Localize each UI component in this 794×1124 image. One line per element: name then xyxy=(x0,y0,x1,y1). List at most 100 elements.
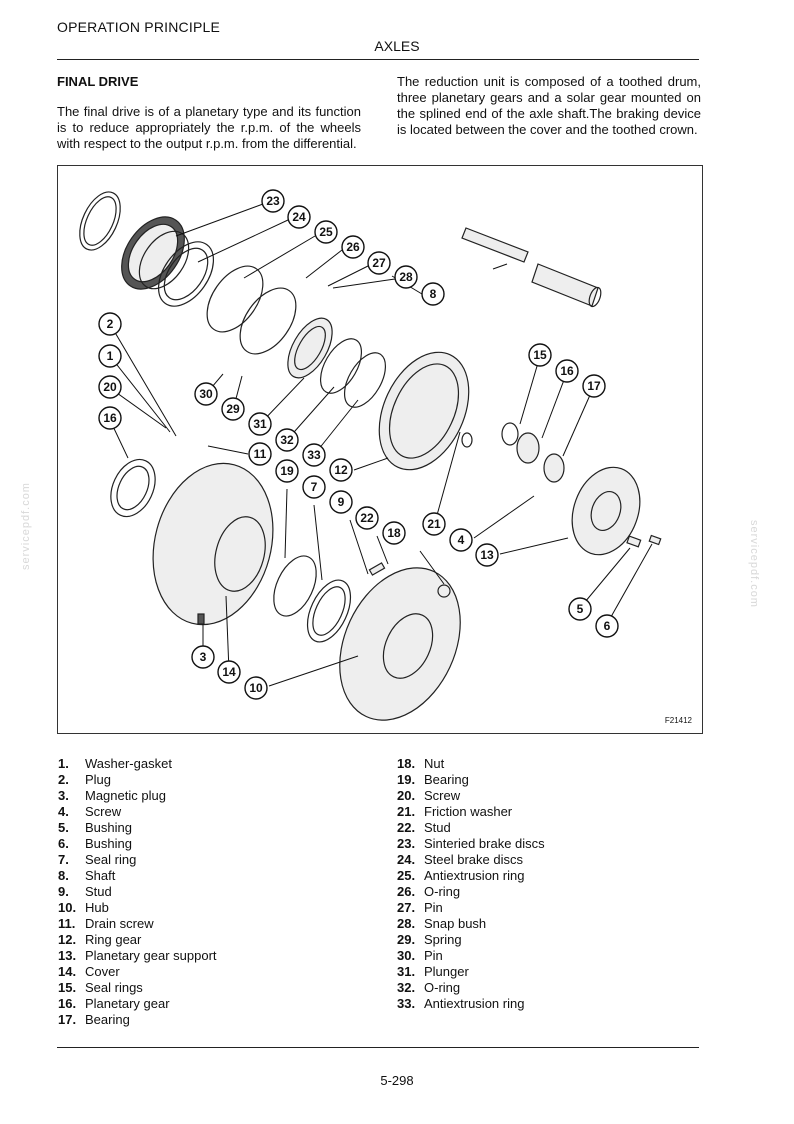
legend-item: 14. Cover xyxy=(58,964,217,980)
legend-item: 30.Pin xyxy=(397,948,545,964)
legend-item-label: Planetary gear support xyxy=(85,948,217,963)
callout-5: 5 xyxy=(568,597,592,621)
legend-item: 24.Steel brake discs xyxy=(397,852,545,868)
legend-item: 33.Antiextrusion ring xyxy=(397,996,545,1012)
callout-10: 10 xyxy=(244,676,268,700)
svg-text:32: 32 xyxy=(280,433,294,447)
legend-item-number: 25. xyxy=(397,868,416,883)
svg-text:30: 30 xyxy=(199,387,213,401)
callout-22: 22 xyxy=(355,506,379,530)
intro-right-column: The reduction unit is composed of a toot… xyxy=(397,74,701,138)
planetary-support-drawing xyxy=(461,422,662,556)
callout-24: 24 xyxy=(287,205,311,229)
legend-item-label: Magnetic plug xyxy=(85,788,166,803)
legend-item-number: 7. xyxy=(58,852,69,867)
svg-text:26: 26 xyxy=(346,240,360,254)
legend-item: 7. Seal ring xyxy=(58,852,217,868)
callout-19: 19 xyxy=(275,459,299,483)
legend-item-label: Screw xyxy=(424,788,461,803)
legend-item-number: 22. xyxy=(397,820,416,835)
legend-item: 15. Seal rings xyxy=(58,980,217,996)
legend-item-label: Bushing xyxy=(85,836,132,851)
legend-item: 16.Planetary gear xyxy=(58,996,217,1012)
svg-text:23: 23 xyxy=(266,194,280,208)
callout-12: 12 xyxy=(329,458,353,482)
hub-drawing xyxy=(339,562,461,721)
legend-item-label: Ring gear xyxy=(85,932,142,947)
legend-item-label: Seal rings xyxy=(85,980,143,995)
svg-text:5: 5 xyxy=(577,602,584,616)
legend-item: 1.Washer-gasket xyxy=(58,756,217,772)
legend-item-number: 11. xyxy=(58,916,76,931)
callout-11: 11 xyxy=(248,442,272,466)
figure-code: F21412 xyxy=(664,716,692,725)
intro-right-paragraph: The reduction unit is composed of a toot… xyxy=(397,74,701,137)
legend-item: 19.Bearing xyxy=(397,772,545,788)
legend-item-label: Friction washer xyxy=(424,804,513,819)
legend-item: 26.O-ring xyxy=(397,884,545,900)
svg-text:25: 25 xyxy=(319,225,333,239)
legend-item: 29.Spring xyxy=(397,932,545,948)
svg-text:1: 1 xyxy=(107,349,114,363)
legend-item-number: 5. xyxy=(58,820,69,835)
svg-text:19: 19 xyxy=(280,464,294,478)
svg-text:15: 15 xyxy=(533,348,547,362)
svg-text:12: 12 xyxy=(334,463,348,477)
legend-item: 4.Screw xyxy=(58,804,217,820)
callout-15: 15 xyxy=(528,343,552,367)
legend-item-number: 28. xyxy=(397,916,416,931)
intro-left-paragraph: The final drive is of a planetary type a… xyxy=(57,104,361,151)
legend-item-label: Bushing xyxy=(85,820,132,835)
legend-item-number: 9. xyxy=(58,884,69,899)
legend-item-label: Antiextrusion ring xyxy=(424,868,525,883)
callout-8: 8 xyxy=(421,282,445,306)
shaft-drawing xyxy=(461,227,602,308)
svg-text:7: 7 xyxy=(311,480,318,494)
legend-item-label: Washer-gasket xyxy=(85,756,172,771)
callout-30: 30 xyxy=(194,382,218,406)
legend-item-label: Snap bush xyxy=(424,916,487,931)
callout-2: 2 xyxy=(98,312,122,336)
callout-26: 26 xyxy=(341,235,365,259)
svg-text:13: 13 xyxy=(480,548,494,562)
o-rings-group xyxy=(206,265,387,408)
callout-4: 4 xyxy=(449,528,473,552)
section-title: OPERATION PRINCIPLE xyxy=(57,19,221,35)
legend-item-label: Hub xyxy=(85,900,109,915)
legend-item-number: 14. xyxy=(58,964,77,979)
legend-item-number: 27. xyxy=(397,900,416,915)
svg-text:9: 9 xyxy=(338,495,345,509)
legend-item-label: Bearing xyxy=(85,1012,130,1027)
svg-text:16: 16 xyxy=(103,411,117,425)
legend-item-number: 13. xyxy=(58,948,77,963)
svg-text:4: 4 xyxy=(458,533,465,547)
legend-item-number: 26. xyxy=(397,884,416,899)
legend-item: 18.Nut xyxy=(397,756,545,772)
legend-item: 8.Shaft xyxy=(58,868,217,884)
exploded-view-drawing: 23 24 25 26 27 28 8 2 1 20 16 30 29 31 3… xyxy=(79,189,662,721)
legend-item-number: 15. xyxy=(58,980,77,995)
svg-text:24: 24 xyxy=(292,210,306,224)
legend-item: 9.Stud xyxy=(58,884,217,900)
legend-item-label: Cover xyxy=(85,964,120,979)
svg-text:27: 27 xyxy=(372,256,386,270)
svg-text:28: 28 xyxy=(399,270,413,284)
legend-item-number: 2. xyxy=(58,772,69,787)
svg-text:33: 33 xyxy=(307,448,321,462)
footer-rule xyxy=(57,1047,699,1048)
legend-item-number: 10. xyxy=(58,900,77,915)
legend-item: 3.Magnetic plug xyxy=(58,788,217,804)
legend-item-label: Sinteried brake discs xyxy=(424,836,545,851)
legend-item-number: 31. xyxy=(397,964,416,979)
callout-16: 16 xyxy=(98,406,122,430)
callout-32: 32 xyxy=(275,428,299,452)
callout-16b: 16 xyxy=(555,359,579,383)
callout-18: 18 xyxy=(382,521,406,545)
svg-text:21: 21 xyxy=(427,517,441,531)
callout-3: 3 xyxy=(191,645,215,669)
legend-item: 21.Friction washer xyxy=(397,804,545,820)
legend-item-number: 12. xyxy=(58,932,77,947)
legend-item-label: Seal ring xyxy=(85,852,137,867)
legend-item-number: 30. xyxy=(397,948,416,963)
